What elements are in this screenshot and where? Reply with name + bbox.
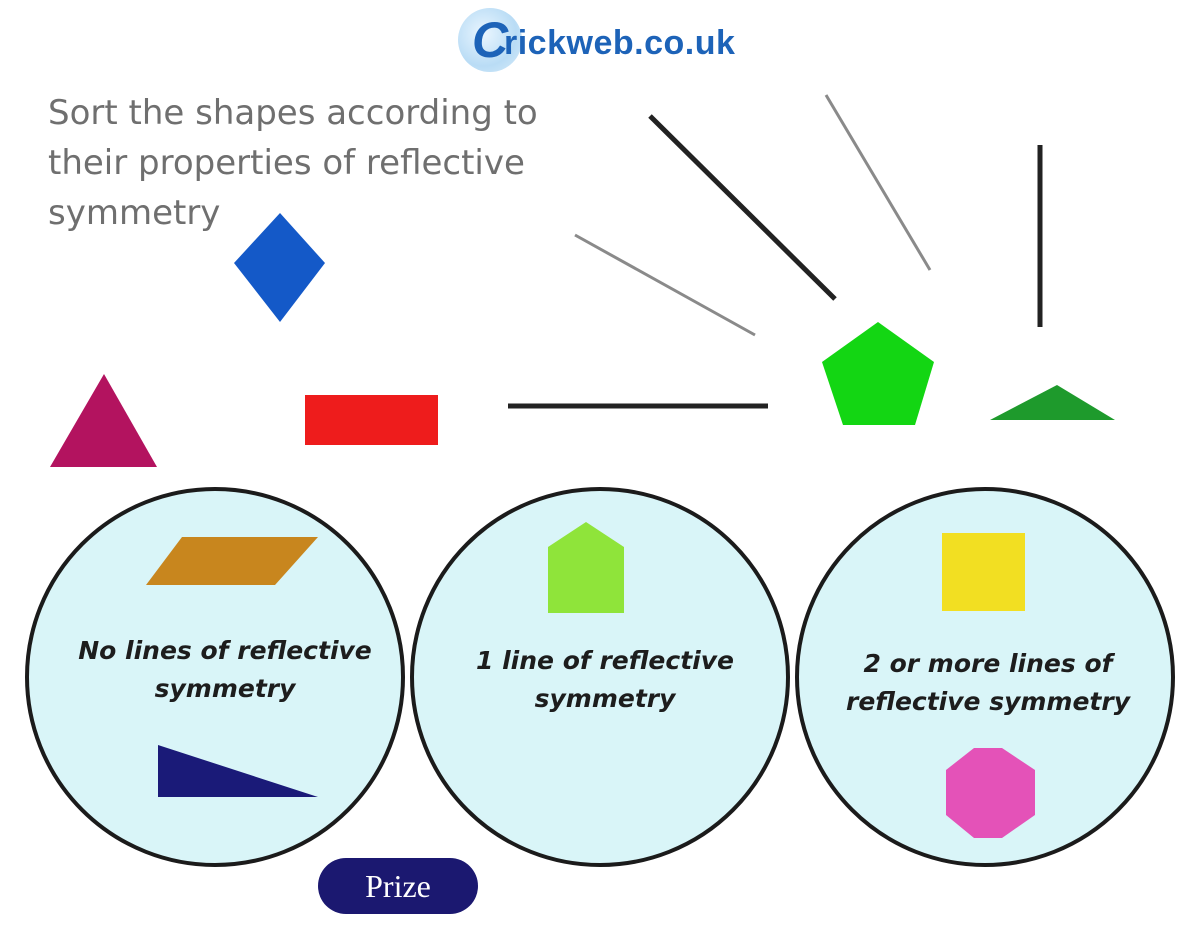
line-segment-shape[interactable] [648, 114, 837, 301]
square-shape[interactable] [942, 533, 1025, 611]
rectangle-shape[interactable] [305, 395, 438, 445]
zone-no-lines[interactable] [25, 487, 405, 867]
house-pentagon-shape[interactable] [548, 522, 624, 613]
zone-label-one-line: 1 line of reflective symmetry [476, 646, 734, 713]
zone-label-two-or-more-lines: 2 or more lines of reflective symmetry [845, 649, 1131, 716]
parallelogram-shape[interactable] [146, 537, 318, 585]
zone-two-or-more-lines[interactable] [795, 487, 1175, 867]
crickweb-logo[interactable]: C rickweb.co.uk [458, 8, 758, 72]
isosceles-triangle-shape[interactable] [990, 385, 1115, 420]
equilateral-triangle-shape[interactable] [50, 374, 157, 467]
zone-one-line[interactable] [410, 487, 790, 867]
instructions-text: Sort the shapes according to their prope… [48, 93, 538, 233]
right-triangle-shape[interactable] [158, 745, 318, 797]
rhombus-shape[interactable] [234, 213, 325, 322]
zone-label-no-lines: No lines of reflective symmetry [78, 636, 372, 703]
logo-c-badge: C [458, 8, 522, 72]
line-segment-shape[interactable] [824, 94, 932, 271]
prize-button[interactable]: Prize [318, 858, 478, 914]
octagon-shape[interactable] [946, 748, 1035, 838]
line-segment-shape[interactable] [574, 233, 756, 337]
logo-text: rickweb.co.uk [504, 24, 736, 62]
pentagon-shape[interactable] [822, 322, 934, 425]
